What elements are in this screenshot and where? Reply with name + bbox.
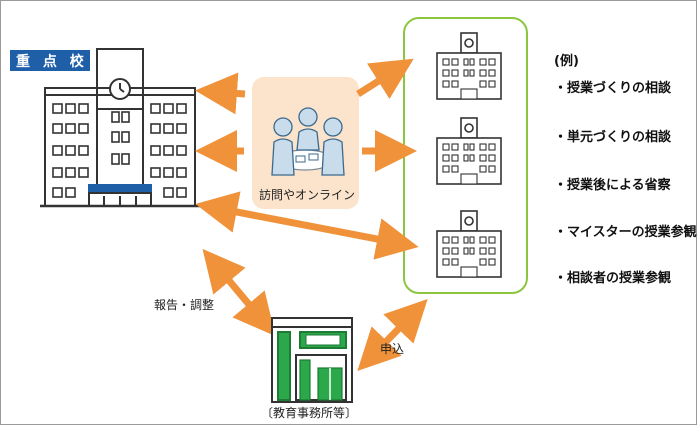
school-building-icon [40,48,200,208]
example-item: ・授業後による省察 [554,178,671,193]
example-item: ・相談者の授業参観 [554,271,672,286]
office-label: 〔教育事務所等〕 [260,406,357,420]
report-label: 報告・調整 [154,298,215,312]
meeting-people-icon [271,107,345,176]
meeting-label: 訪問やオンライン [258,188,355,202]
school-badge: 重 点 校 [10,50,90,71]
office-building-icon [271,317,353,403]
example-item: ・マイスターの授業参観 [554,225,697,240]
apply-label: 申込 [380,342,405,356]
examples-title: (例) [554,54,579,69]
school-meeting-arrows [195,58,428,372]
example-item: ・単元づくりの相談 [554,130,672,145]
partner-school-icon [436,32,502,278]
example-item: ・授業づくりの相談 [554,81,672,96]
